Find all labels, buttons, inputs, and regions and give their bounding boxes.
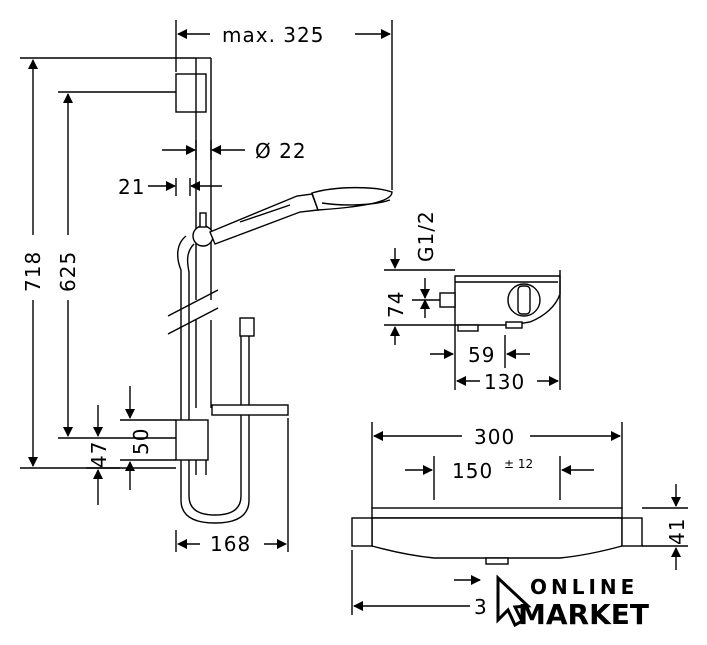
dim-74: 74 — [384, 291, 408, 318]
dim-47: 47 — [87, 441, 111, 468]
dim-168: 168 — [210, 532, 251, 556]
thermostat-side-view — [439, 270, 561, 390]
dim-41: 41 — [665, 518, 689, 545]
shower-dimension-lines — [20, 20, 393, 552]
thermostat-side-dimensions — [384, 248, 559, 386]
dim-height-625: 625 — [56, 251, 80, 292]
logo-line2: MARKET — [518, 598, 649, 631]
online-market-logo: ONLINE MARKET — [496, 574, 649, 631]
dim-offset-21: 21 — [118, 175, 145, 199]
dim-height-718: 718 — [21, 251, 45, 292]
dim-300: 300 — [474, 425, 515, 449]
dim-max-width: max. 325 — [222, 23, 324, 47]
dim-50: 50 — [129, 428, 153, 455]
logo-line1: ONLINE — [530, 575, 638, 599]
dim-130: 130 — [484, 370, 525, 394]
dim-rail-diameter: Ø 22 — [255, 139, 307, 163]
dim-thread-g12: G1/2 — [414, 210, 438, 262]
dim-3: 3 — [474, 595, 488, 619]
dim-150: 150 — [452, 459, 493, 483]
thermostat-front-view — [351, 422, 643, 615]
cursor-icon — [496, 574, 532, 628]
dim-59: 59 — [468, 343, 495, 367]
dim-tolerance: ± 12 — [504, 457, 533, 471]
shower-rail-assembly — [167, 57, 393, 524]
thermostat-front-dimensions — [353, 431, 688, 611]
